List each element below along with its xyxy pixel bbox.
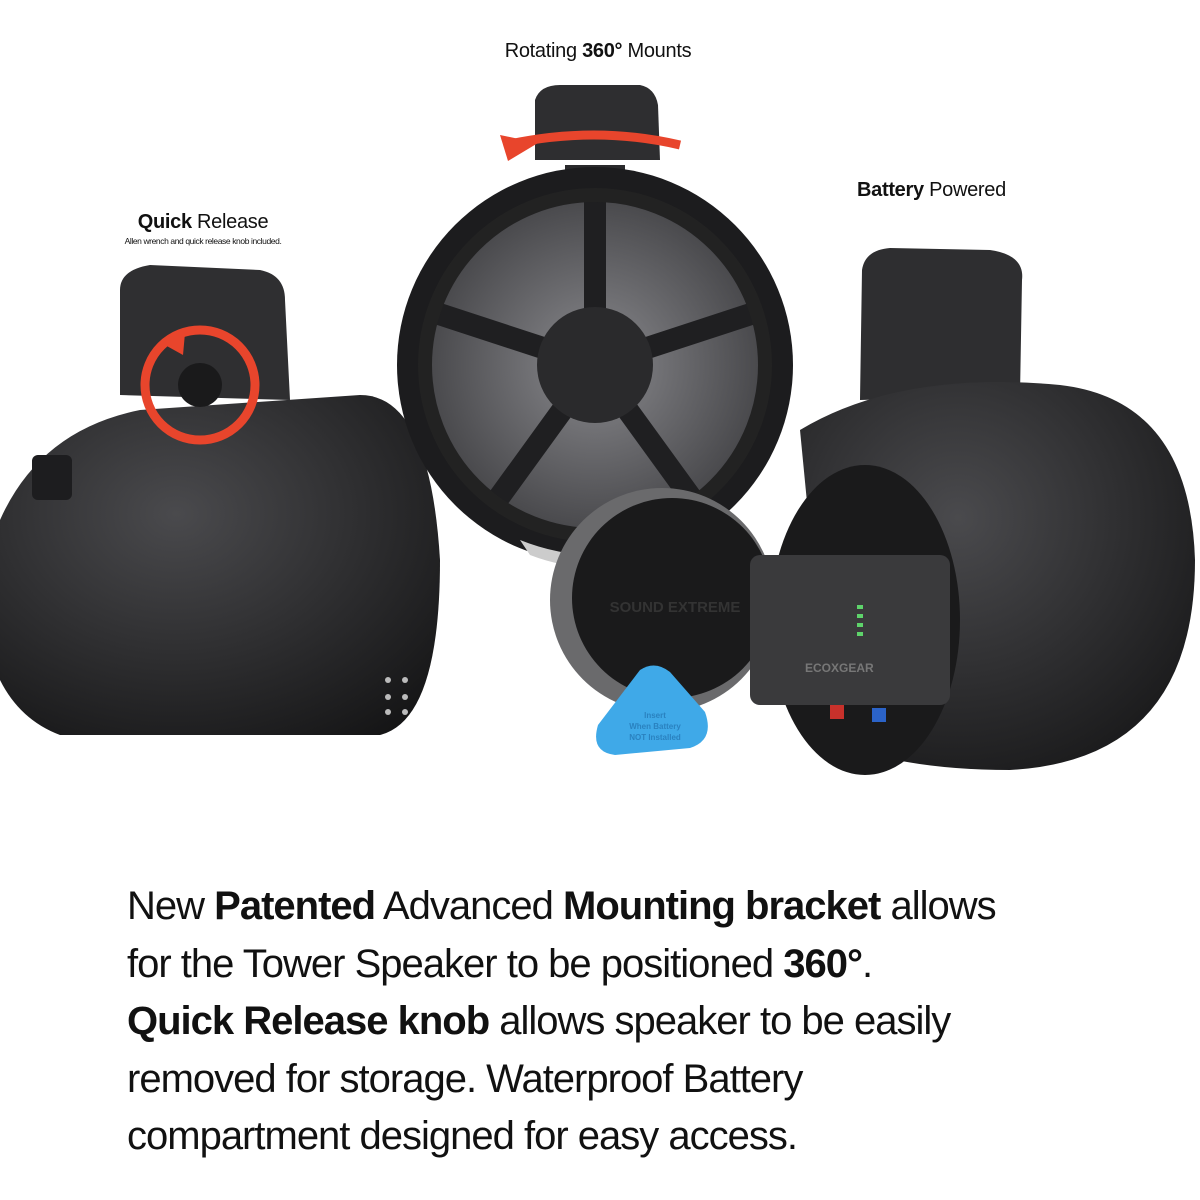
label-text: Release (191, 211, 269, 233)
description-text: allows speaker to be easily (489, 999, 951, 1043)
description-line: removed for storage. Waterproof Battery (127, 1051, 996, 1109)
description-line: compartment designed for easy access. (127, 1108, 996, 1166)
battery-plug-tag: Insert When Battery NOT Installed (596, 665, 708, 755)
label-text: Mounts (622, 40, 692, 62)
description-text: New (127, 884, 215, 928)
svg-text:SOUND EXTREME: SOUND EXTREME (610, 599, 741, 616)
label-text: Powered (923, 179, 1006, 201)
label-bold: Quick (137, 211, 192, 233)
battery-cap: SOUND EXTREME (550, 488, 774, 712)
description-bold-text: 360° (783, 941, 863, 986)
description-bold-text: Mounting bracket (563, 884, 881, 928)
description-line: New Patented Advanced Mounting bracket a… (127, 878, 997, 936)
description-bold-text: Patented (214, 884, 376, 928)
description-line: Quick Release knob allows speaker to be … (127, 993, 996, 1051)
label-bold: Battery (857, 179, 924, 201)
rotating-mounts-label: Rotating 360° Mounts (0, 40, 1196, 63)
label-bold: 360° (582, 40, 623, 62)
svg-text:ECOXGEAR: ECOXGEAR (805, 661, 874, 675)
control-buttons-icon (385, 677, 408, 715)
quick-release-subtext: Allen wrench and quick release knob incl… (124, 236, 282, 246)
svg-text:Insert: Insert (644, 711, 666, 720)
left-speaker (0, 265, 440, 735)
center-speaker (397, 85, 793, 568)
description-paragraph: New Patented Advanced Mounting bracket a… (127, 878, 997, 1166)
description-text: removed for storage. Waterproof Battery (127, 1056, 803, 1101)
description-text: allows (880, 884, 996, 928)
description-text: . (862, 941, 873, 986)
description-bold-text: Quick Release knob (127, 999, 490, 1043)
description-line: for the Tower Speaker to be positioned 3… (127, 936, 996, 994)
quick-release-label: Quick Release (108, 211, 298, 234)
svg-text:NOT Installed: NOT Installed (629, 733, 681, 742)
description-text: Advanced (375, 884, 564, 928)
battery-level-icon (857, 605, 863, 636)
label-text: Rotating (504, 40, 583, 62)
description-text: for the Tower Speaker to be positioned (127, 941, 784, 986)
rotate-arrow-icon (140, 325, 260, 445)
knob-icon (178, 363, 222, 407)
svg-text:When Battery: When Battery (629, 722, 681, 731)
description-text: compartment designed for easy access. (127, 1114, 798, 1158)
right-speaker: ECOXGEAR (750, 248, 1195, 775)
battery-powered-label: Battery Powered (857, 179, 1006, 202)
